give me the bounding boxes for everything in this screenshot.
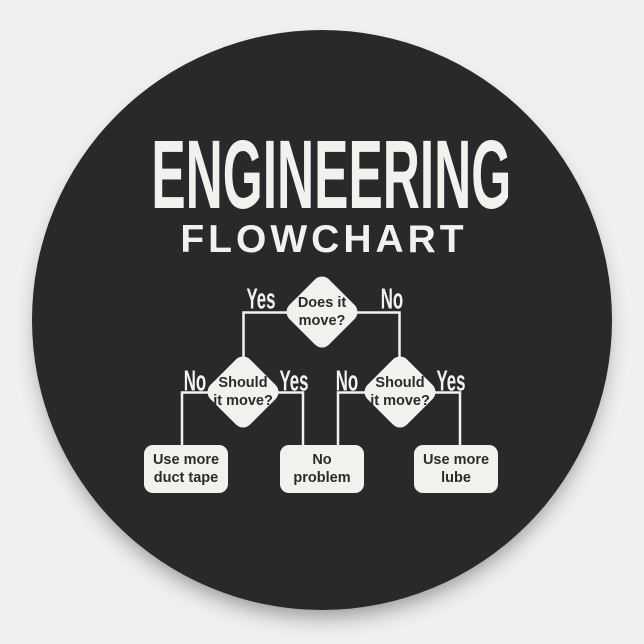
text-line: lube	[441, 470, 471, 486]
sticker-title: ENGINEERING	[151, 120, 512, 229]
edge-label-root-no: No	[380, 283, 404, 316]
decision-should-it-move-left-label: Should it move?	[213, 374, 273, 410]
text-line: it move?	[213, 393, 273, 409]
outcome-use-more-lube: Use more lube	[414, 445, 498, 493]
outcome-use-more-duct-tape: Use more duct tape	[144, 445, 228, 493]
text-line: problem	[293, 470, 351, 486]
sticker-subtitle: FLOWCHART	[180, 218, 468, 261]
text-line: Should	[218, 375, 268, 391]
edge-label-right-no: No	[335, 365, 359, 398]
text-line: move?	[298, 313, 346, 329]
connector-root-yes	[242, 311, 300, 365]
text-line: Should	[375, 375, 425, 391]
decision-should-it-move-right-label: Should it move?	[370, 374, 430, 410]
text-line: it move?	[370, 393, 430, 409]
text-line: No	[312, 452, 332, 468]
decision-does-it-move-label: Does it move?	[298, 294, 346, 330]
text-line: Use more	[152, 452, 220, 468]
text-line: duct tape	[153, 470, 219, 486]
outcome-no-problem: No problem	[280, 445, 364, 493]
edge-label-left-yes: Yes	[279, 365, 309, 398]
text-line: Use more	[422, 452, 490, 468]
edge-label-root-yes: Yes	[246, 283, 276, 316]
edge-label-right-yes: Yes	[436, 365, 466, 398]
connector-root-no	[344, 311, 401, 365]
text-line: Does it	[297, 295, 347, 311]
edge-label-left-no: No	[183, 365, 207, 398]
